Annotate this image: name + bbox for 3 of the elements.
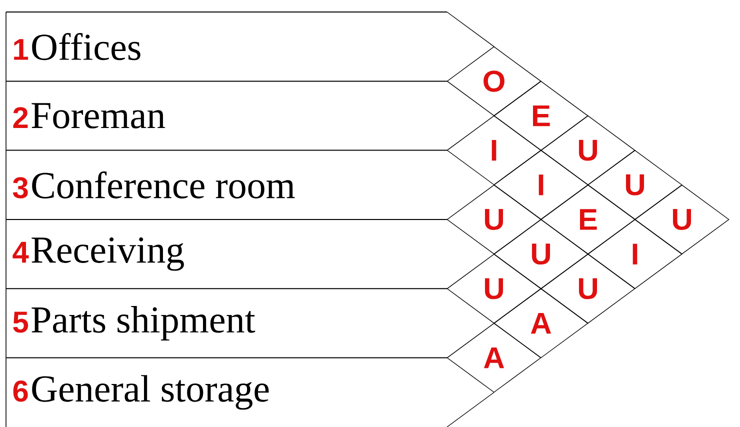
department-row: 1Offices: [14, 33, 140, 60]
department-row: 2Foreman: [13, 103, 166, 128]
department-row: 3Conference room: [12, 171, 295, 198]
